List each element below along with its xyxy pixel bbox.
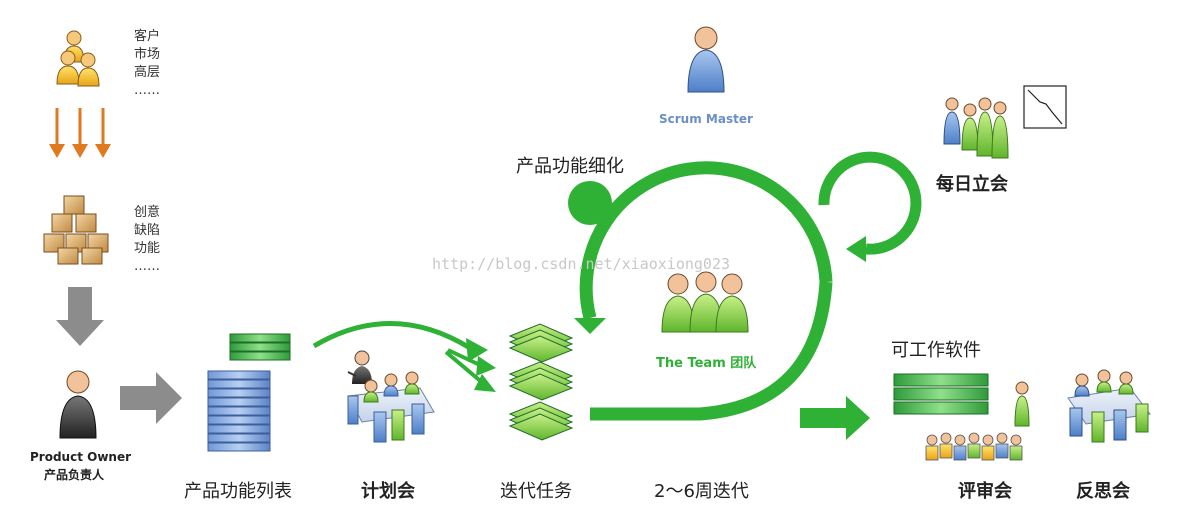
stakeholder-item: 客户 [134, 29, 161, 44]
input-item: …… [134, 259, 160, 274]
product-owner-person-icon [59, 370, 97, 439]
daily-cycle-icon [818, 151, 922, 262]
stakeholders-list: 客户 市场 高层 …… [134, 28, 160, 100]
refinement-label: 产品功能细化 [516, 156, 624, 177]
iteration-label: 2～6周迭代 [654, 481, 749, 502]
gray-down-arrow-icon [56, 287, 104, 346]
working-software-label: 可工作软件 [891, 340, 981, 361]
team-label: The Team 团队 [656, 356, 757, 371]
review-label: 评审会 [958, 481, 1012, 502]
gray-right-arrow-icon [120, 372, 182, 424]
daily-standup-people-icon [943, 97, 1009, 159]
product-owner-label-zh: 产品负责人 [44, 468, 105, 482]
scrum-master-label: Scrum Master [659, 112, 753, 126]
product-backlog-stack-icon [207, 333, 291, 452]
daily-standup-label: 每日立会 [936, 174, 1008, 195]
team-people-icon [661, 271, 749, 333]
input-items-list: 创意 缺陷 功能 …… [134, 204, 160, 276]
watermark-text: http://blog.csdn.net/xiaoxiong023 [432, 255, 731, 273]
burndown-chart-icon [1023, 85, 1067, 129]
input-item: 创意 [134, 205, 161, 220]
planning-meeting-icon [347, 350, 435, 443]
retrospective-meeting-icon [1067, 369, 1151, 443]
green-right-arrow-icon [800, 396, 870, 440]
stakeholder-item: …… [134, 83, 160, 98]
backlog-label: 产品功能列表 [184, 481, 292, 502]
sprint-cycle-icon [568, 161, 833, 421]
review-meeting-icon [925, 381, 1030, 461]
product-owner-label-en: Product Owner [30, 450, 132, 464]
tasks-label: 迭代任务 [500, 481, 572, 502]
retrospective-label: 反思会 [1076, 481, 1130, 502]
planning-label: 计划会 [361, 481, 415, 502]
scrum-master-person-icon [687, 26, 725, 93]
boxes-icon [43, 195, 109, 265]
stakeholders-people-icon [56, 30, 100, 87]
sprint-tasks-icon [508, 323, 574, 441]
curved-green-arrow-icon [312, 321, 496, 392]
input-item: 缺陷 [134, 223, 161, 238]
stakeholder-item: 高层 [134, 65, 161, 80]
down-arrows-icon [49, 108, 111, 158]
stakeholder-item: 市场 [134, 47, 161, 62]
input-item: 功能 [134, 241, 161, 256]
working-software-stack-icon [893, 373, 989, 415]
